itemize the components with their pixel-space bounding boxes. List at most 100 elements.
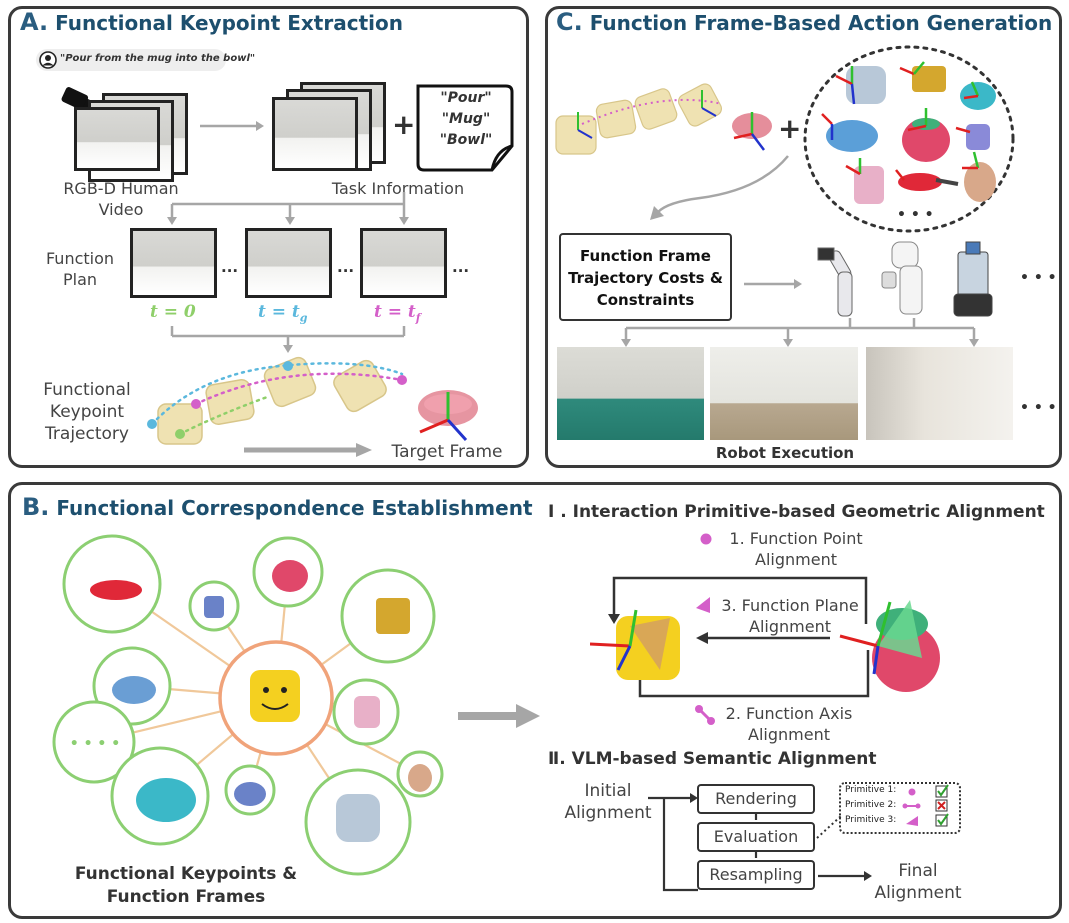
primitive-3-label: Primitive 3:: [845, 815, 897, 825]
evaluation-box: Evaluation: [697, 822, 815, 852]
person-icon: [39, 51, 57, 69]
primitive-results-box: [839, 782, 961, 834]
resampling-text: Resampling: [709, 865, 803, 884]
hub-object-icons: [90, 560, 432, 842]
execution-photo-2: [710, 347, 858, 440]
execution-ellipsis: • • •: [1020, 400, 1057, 416]
mug-icon: [590, 609, 680, 680]
task-information-label: Task Information: [331, 179, 465, 198]
primitive-2-label: Primitive 2:: [845, 800, 897, 810]
object-collection: [803, 45, 1015, 233]
arrow-to-target-frame: [244, 443, 372, 457]
panel-c-title-text: Function Frame-Based Action Generation: [589, 11, 1053, 35]
evaluation-text: Evaluation: [713, 827, 799, 846]
robot-mobile: [953, 241, 993, 317]
point-align-line1: 1. Function Point: [729, 529, 863, 548]
note-icon: [416, 84, 514, 172]
rgbd-label-line2: Video: [98, 200, 144, 219]
kettle-icon: [839, 600, 940, 692]
point-align-line2: Alignment: [755, 550, 837, 569]
cross-icon: [935, 799, 948, 812]
object-collection-ellipsis: • • •: [897, 207, 934, 223]
section-semantic-alignment: Ⅱ. VLM-based Semantic Alignment: [548, 749, 877, 769]
axis-align-line2: Alignment: [748, 725, 830, 744]
video-frame-front: [74, 107, 160, 171]
panel-b-title-text: Functional Correspondence Establishment: [56, 496, 533, 520]
target-frame-label: Target Frame: [391, 442, 503, 462]
keypoints-label-line1: Functional Keypoints &: [74, 864, 298, 884]
robot-execution-label: Robot Execution: [715, 444, 855, 462]
panel-c-title: C. Function Frame-Based Action Generatio…: [556, 8, 1052, 36]
evaluation-connector: [816, 815, 842, 839]
function-plan-line1: Function: [45, 249, 115, 268]
primitive-icons: [902, 784, 949, 827]
c-mug-trajectory: [555, 83, 723, 155]
panel-b-letter: B.: [22, 493, 50, 521]
t-f-sub: f: [415, 311, 421, 325]
robot-franka: [881, 241, 923, 315]
geometric-alignment-loop: [590, 576, 940, 698]
plane-align-line1: 3. Function Plane: [721, 596, 859, 615]
plan-frame-tf: [360, 228, 447, 298]
function-point-icon: [700, 533, 712, 545]
trajectory-mug-icons: [157, 356, 387, 445]
check-icon: [935, 813, 949, 827]
plan-ellipsis-3: ...: [452, 258, 470, 276]
robots-to-execution-arrows: [621, 318, 979, 347]
plan-ellipsis-2: ...: [337, 258, 355, 276]
hub-ellipsis: • • • •: [69, 736, 121, 752]
initial-alignment-line1: Initial: [584, 781, 632, 801]
note-word-mug: "Mug": [441, 111, 491, 127]
costs-line3: Constraints: [596, 291, 695, 309]
plane-align-line2: Alignment: [749, 617, 831, 636]
check-icon: [935, 784, 949, 798]
t-zero-text: t = 0: [150, 302, 196, 322]
robot-kinova: [817, 247, 853, 317]
axis-align-line1: 2. Function Axis: [725, 704, 853, 723]
panel-b-title: B. Functional Correspondence Establishme…: [22, 493, 533, 521]
correspondence-hub: [52, 534, 444, 876]
plan-ellipsis-1: ...: [221, 258, 239, 276]
plan-frame-t0: [130, 228, 217, 298]
panel-a-title-text: Functional Keypoint Extraction: [55, 11, 403, 35]
final-alignment-line1: Final: [898, 861, 938, 881]
instruction-bubble: [36, 49, 226, 71]
panel-c-letter: C.: [556, 8, 583, 36]
panel-a-letter: A.: [20, 8, 49, 36]
t-f-label: t = tf: [374, 302, 421, 324]
function-plan-line2: Plan: [62, 270, 98, 289]
keypoint-trajectory: [147, 356, 407, 445]
kettle-icon: [835, 66, 886, 105]
execution-photo-3: [866, 347, 1013, 440]
panel-a-title: A. Functional Keypoint Extraction: [20, 8, 403, 36]
rendering-text: Rendering: [715, 789, 797, 808]
plus-c: +: [778, 112, 802, 145]
plan-distribution-arrows: [167, 192, 409, 225]
arrow-hub-to-alignment: [458, 704, 540, 728]
t-g-label: t = tg: [258, 302, 308, 324]
initial-alignment-line2: Alignment: [564, 803, 652, 823]
plan-frame-tg: [245, 228, 332, 298]
plus-a: +: [392, 108, 416, 141]
costs-line2: Trajectory Costs &: [568, 269, 723, 287]
costs-line1: Function Frame: [580, 247, 711, 265]
function-axis-icon: [695, 705, 715, 725]
plan-merge-arrow: [170, 326, 406, 353]
note-word-pour: "Pour": [440, 90, 492, 106]
curved-arrow-to-costs: [650, 155, 789, 220]
semantic-loop-arrows: [648, 793, 872, 892]
traj-label-line3: Trajectory: [45, 424, 129, 444]
execution-photo-1: [557, 347, 704, 440]
t-f-text: t = t: [374, 302, 416, 322]
resampling-box: Resampling: [697, 860, 815, 890]
target-bowl-icon: [418, 390, 478, 442]
c-bowl-icon: [732, 112, 772, 151]
traj-label-line1: Functional: [43, 380, 131, 400]
t-g-sub: g: [299, 311, 308, 325]
robots-ellipsis: • • •: [1020, 270, 1057, 286]
arrow-video-to-task: [200, 121, 264, 131]
section-geometric-alignment: Ⅰ . Interaction Primitive-based Geometri…: [548, 502, 1045, 522]
final-alignment-line2: Alignment: [874, 883, 962, 903]
note-word-bowl: "Bowl": [439, 132, 493, 148]
